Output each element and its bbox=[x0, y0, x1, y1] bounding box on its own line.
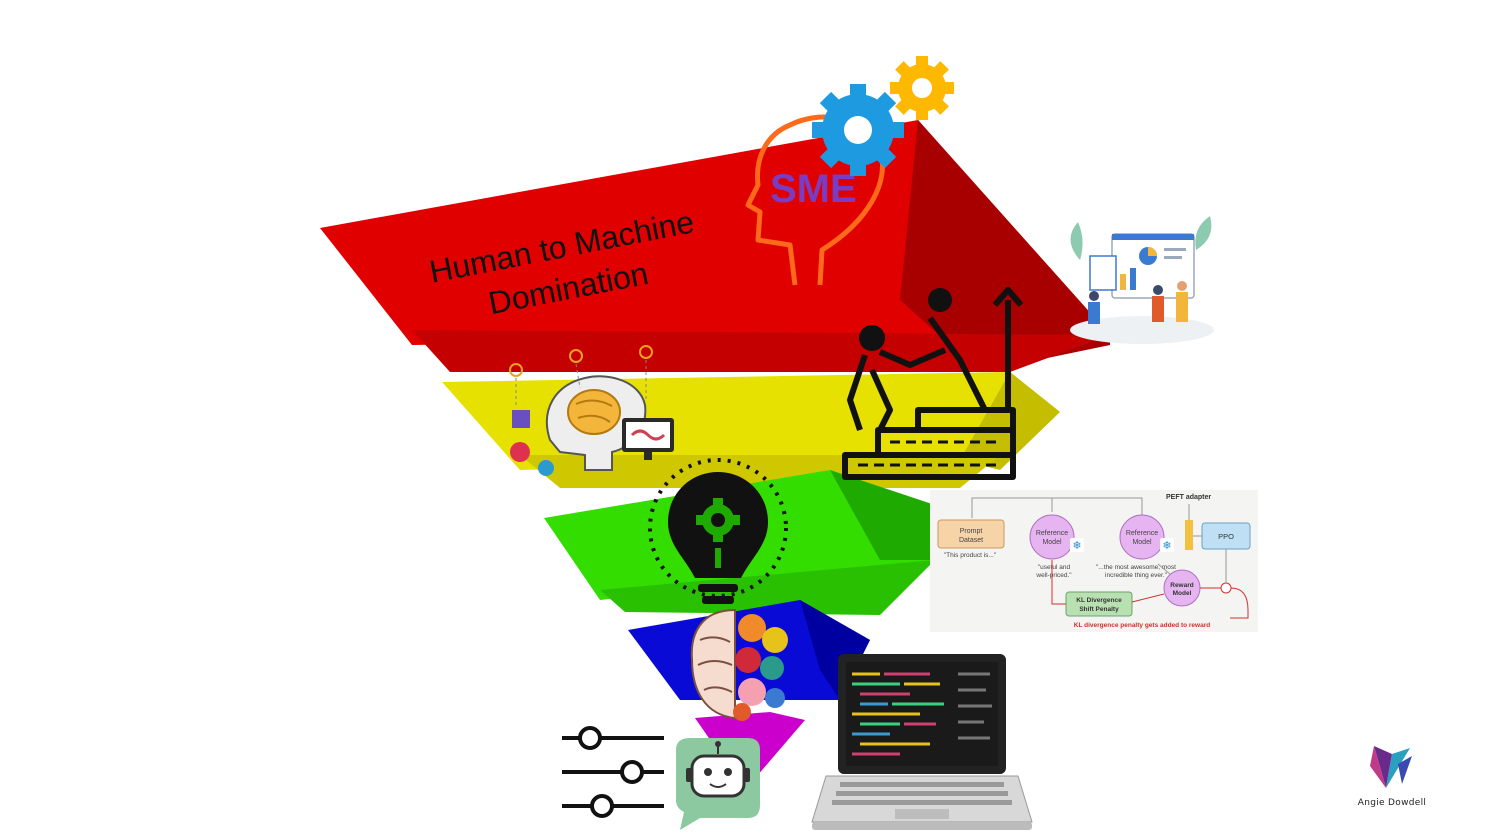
ai-brain-icon bbox=[509, 345, 674, 476]
lightbulb-gear-icon bbox=[648, 458, 788, 604]
snowflake-icon: ❄ bbox=[1070, 538, 1084, 552]
chatbot-icon bbox=[676, 738, 760, 830]
ref2-example-1: "...the most awesome, most bbox=[1096, 564, 1176, 571]
climbing-stairs-icon bbox=[842, 287, 1024, 480]
ref2-label-2: Model bbox=[1132, 539, 1152, 546]
reward-label-1: Reward bbox=[1170, 582, 1194, 589]
ppo-label: PPO bbox=[1218, 532, 1234, 541]
reference-model-node-1 bbox=[1029, 514, 1075, 560]
peft-adapter-label: PEFT adapter bbox=[1166, 494, 1211, 501]
pyramid-layer-red bbox=[320, 120, 1110, 372]
ref1-label-1: Reference bbox=[1036, 530, 1068, 537]
peft-flow-diagram: Prompt Dataset "This product is..." Refe… bbox=[930, 490, 1258, 632]
sme-label: SME bbox=[770, 167, 857, 211]
prompt-example: "This product is..." bbox=[944, 552, 997, 559]
ref2-label-1: Reference bbox=[1126, 530, 1158, 537]
flower-brain-icon bbox=[690, 608, 788, 721]
peft-adapter-bar bbox=[1185, 520, 1193, 550]
laptop-code-icon bbox=[811, 654, 1033, 830]
author-signature: Angie Dowdell bbox=[1352, 744, 1432, 814]
sliders-icon bbox=[562, 726, 664, 818]
svg-text:❄: ❄ bbox=[1162, 540, 1171, 552]
ref1-example-1: "useful and bbox=[1038, 564, 1071, 571]
reference-model-node-2 bbox=[1119, 514, 1165, 560]
ref1-label-2: Model bbox=[1042, 539, 1062, 546]
ref2-example-2: incredible thing ever." bbox=[1105, 572, 1168, 579]
adder-node bbox=[1220, 582, 1232, 594]
prompt-dataset-node bbox=[937, 519, 1005, 549]
author-logo-icon bbox=[1370, 746, 1412, 788]
head-gears-icon: SME bbox=[745, 56, 954, 286]
snowflake-icon: ❄ bbox=[1160, 538, 1174, 552]
kl-note: KL divergence penalty gets added to rewa… bbox=[1074, 622, 1210, 629]
kl-label-2: Shift Penalty bbox=[1079, 606, 1119, 613]
prompt-label-2: Dataset bbox=[959, 537, 983, 544]
ref1-example-2: well-priced." bbox=[1035, 572, 1072, 579]
reward-label-2: Model bbox=[1173, 590, 1192, 597]
dashboard-people-icon bbox=[1070, 216, 1214, 344]
svg-text:❄: ❄ bbox=[1072, 540, 1081, 552]
author-name: Angie Dowdell bbox=[1357, 798, 1427, 808]
kl-label-1: KL Divergence bbox=[1076, 597, 1122, 604]
prompt-label-1: Prompt bbox=[960, 528, 983, 535]
